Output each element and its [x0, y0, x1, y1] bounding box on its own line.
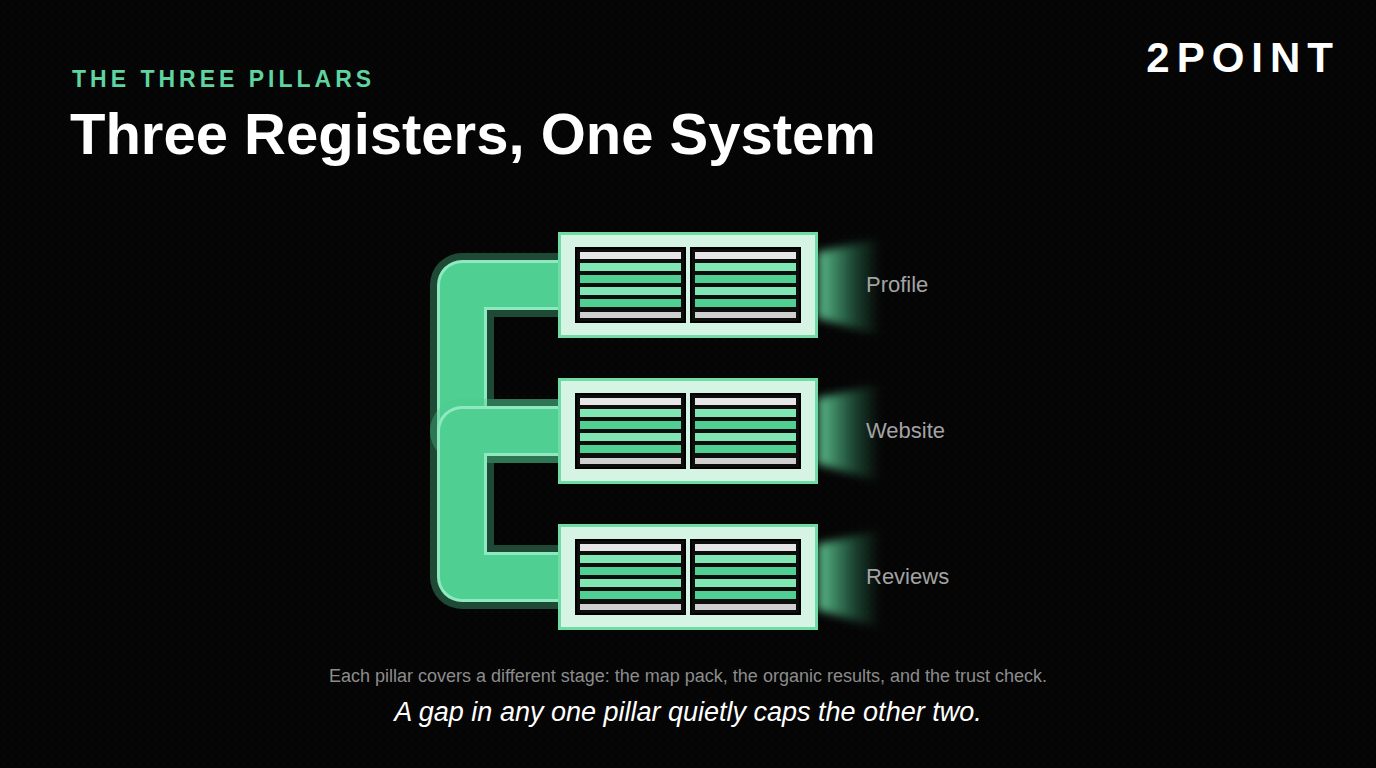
caption: Each pillar covers a different stage: th…	[0, 666, 1376, 687]
grille-panel	[576, 248, 685, 322]
register-frame	[560, 526, 817, 629]
register-frame	[560, 380, 817, 483]
eyebrow-label: THE THREE PILLARS	[72, 66, 375, 93]
register-frame	[560, 234, 817, 337]
register-label: Profile	[866, 272, 928, 298]
grille-panel	[691, 540, 800, 614]
register-label: Website	[866, 418, 945, 444]
register-box: Profile	[558, 232, 818, 338]
grille-panel	[576, 394, 685, 468]
grille-panel	[691, 248, 800, 322]
register-grille	[558, 524, 818, 630]
register-label: Reviews	[866, 564, 949, 590]
slide-title: Three Registers, One System	[70, 100, 876, 167]
grille-panel	[576, 540, 685, 614]
tagline: A gap in any one pillar quietly caps the…	[0, 697, 1376, 728]
register-grille	[558, 232, 818, 338]
grille-panel	[691, 394, 800, 468]
brand-logo: 2POINT	[1146, 34, 1340, 82]
pipe-connector	[462, 431, 558, 577]
register-grille	[558, 378, 818, 484]
register-box: Website	[558, 378, 818, 484]
register-box: Reviews	[558, 524, 818, 630]
